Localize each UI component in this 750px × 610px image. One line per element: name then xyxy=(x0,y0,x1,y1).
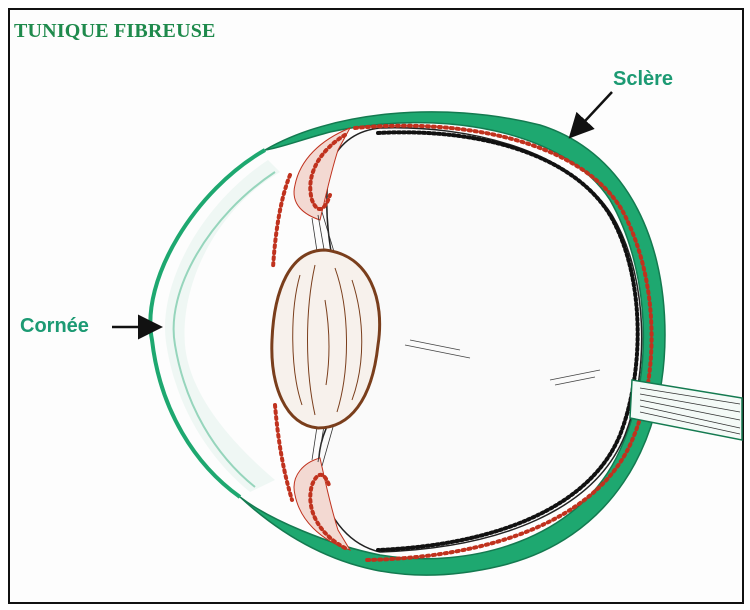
anterior-chamber xyxy=(165,160,280,492)
iris-lower xyxy=(275,405,292,500)
arrow-icon xyxy=(572,92,612,135)
label-sclere: Sclère xyxy=(613,68,673,91)
iris-upper xyxy=(273,175,290,268)
label-cornee: Cornée xyxy=(20,315,89,338)
